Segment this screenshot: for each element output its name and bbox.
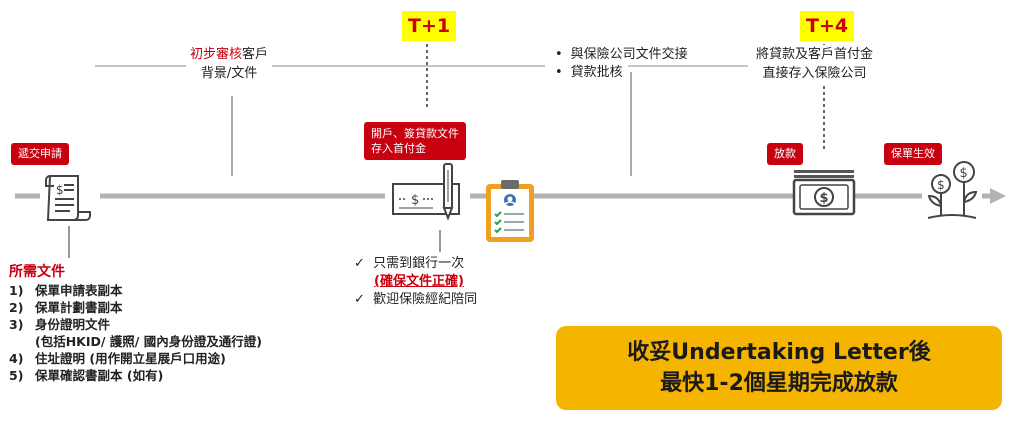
check-icon: ✓ <box>354 256 365 271</box>
svg-text:$: $ <box>56 183 64 197</box>
required-docs-title: 所需文件 <box>9 264 65 280</box>
svg-text:$: $ <box>960 166 968 181</box>
list-item: 4)住址證明 (用作開立星展戶口用途) <box>9 351 226 366</box>
t-plus-1-marker: T+1 <box>402 11 457 41</box>
bank-visit-checks: ✓ 只需到銀行一次 (確保文件正確) ✓ 歡迎保險經紀陪同 <box>354 255 477 309</box>
account-opening-badge: 開戶、簽貸款文件 存入首付金 <box>364 122 466 160</box>
svg-text:$: $ <box>411 193 419 208</box>
initial-review-label: 初步審核客戶 背景/文件 <box>186 45 273 83</box>
list-item: 2)保單計劃書副本 <box>9 300 123 315</box>
check-note: (確保文件正確) <box>374 274 464 289</box>
policy-effective-badge: 保單生效 <box>884 143 942 165</box>
cheque-pen-icon: $ <box>385 163 470 221</box>
cash-stack-icon: $ <box>792 170 856 216</box>
list-item: 3)身份證明文件 <box>9 317 111 332</box>
list-item: (包括HKID/ 護照/ 國內身份證及通行證) <box>35 334 262 349</box>
clipboard-checklist-icon <box>486 180 534 242</box>
t-plus-4-marker: T+4 <box>800 11 855 41</box>
document-dollar-icon: $ <box>40 175 100 221</box>
insurer-bullets: 與保險公司文件交接 貸款批核 <box>555 46 688 82</box>
list-item: ✓ 只需到銀行一次 <box>354 256 465 271</box>
svg-text:$: $ <box>820 191 829 206</box>
disbursement-banner: 收妥Undertaking Letter後 最快1-2個星期完成放款 <box>556 326 1002 410</box>
list-item: 5)保單確認書副本 (如有) <box>9 368 164 383</box>
arrow-right-icon <box>990 188 1006 204</box>
check-icon: ✓ <box>354 292 365 307</box>
list-item: ✓ 歡迎保險經紀陪同 <box>354 292 478 307</box>
svg-text:$: $ <box>937 178 945 192</box>
deposit-label: 將貸款及客戶首付金 直接存入保險公司 <box>756 45 874 83</box>
list-item: 1)保單申請表副本 <box>9 283 123 298</box>
loan-release-badge: 放款 <box>767 143 803 165</box>
required-docs: 所需文件 1)保單申請表副本 2)保單計劃書副本 3)身份證明文件 (包括HKI… <box>9 262 262 384</box>
submit-application-badge: 遞交申請 <box>11 143 69 165</box>
money-plant-icon: $ $ <box>922 161 982 219</box>
